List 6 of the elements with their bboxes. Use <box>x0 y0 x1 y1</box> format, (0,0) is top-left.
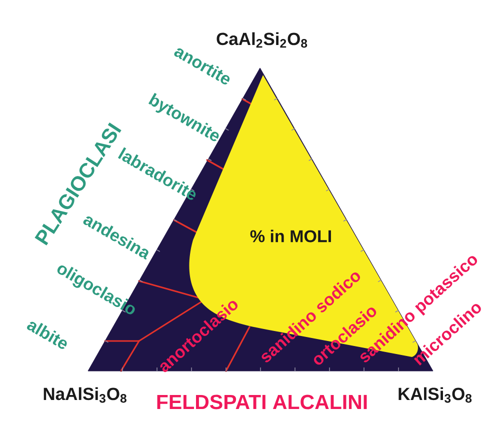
unit-label: % in MOLI <box>250 230 331 242</box>
field-label: albite <box>27 322 67 349</box>
vertex-label: CaAl$_{2}$Si$_{2}$O$_{8}$ <box>216 32 308 48</box>
vertex-label: KAlSi$_{3}$O$_{8}$ <box>398 387 472 403</box>
group-label: FELDSPATI ALCALINI <box>157 394 367 410</box>
vertex-label: NaAlSi$_{3}$O$_{8}$ <box>44 387 126 403</box>
